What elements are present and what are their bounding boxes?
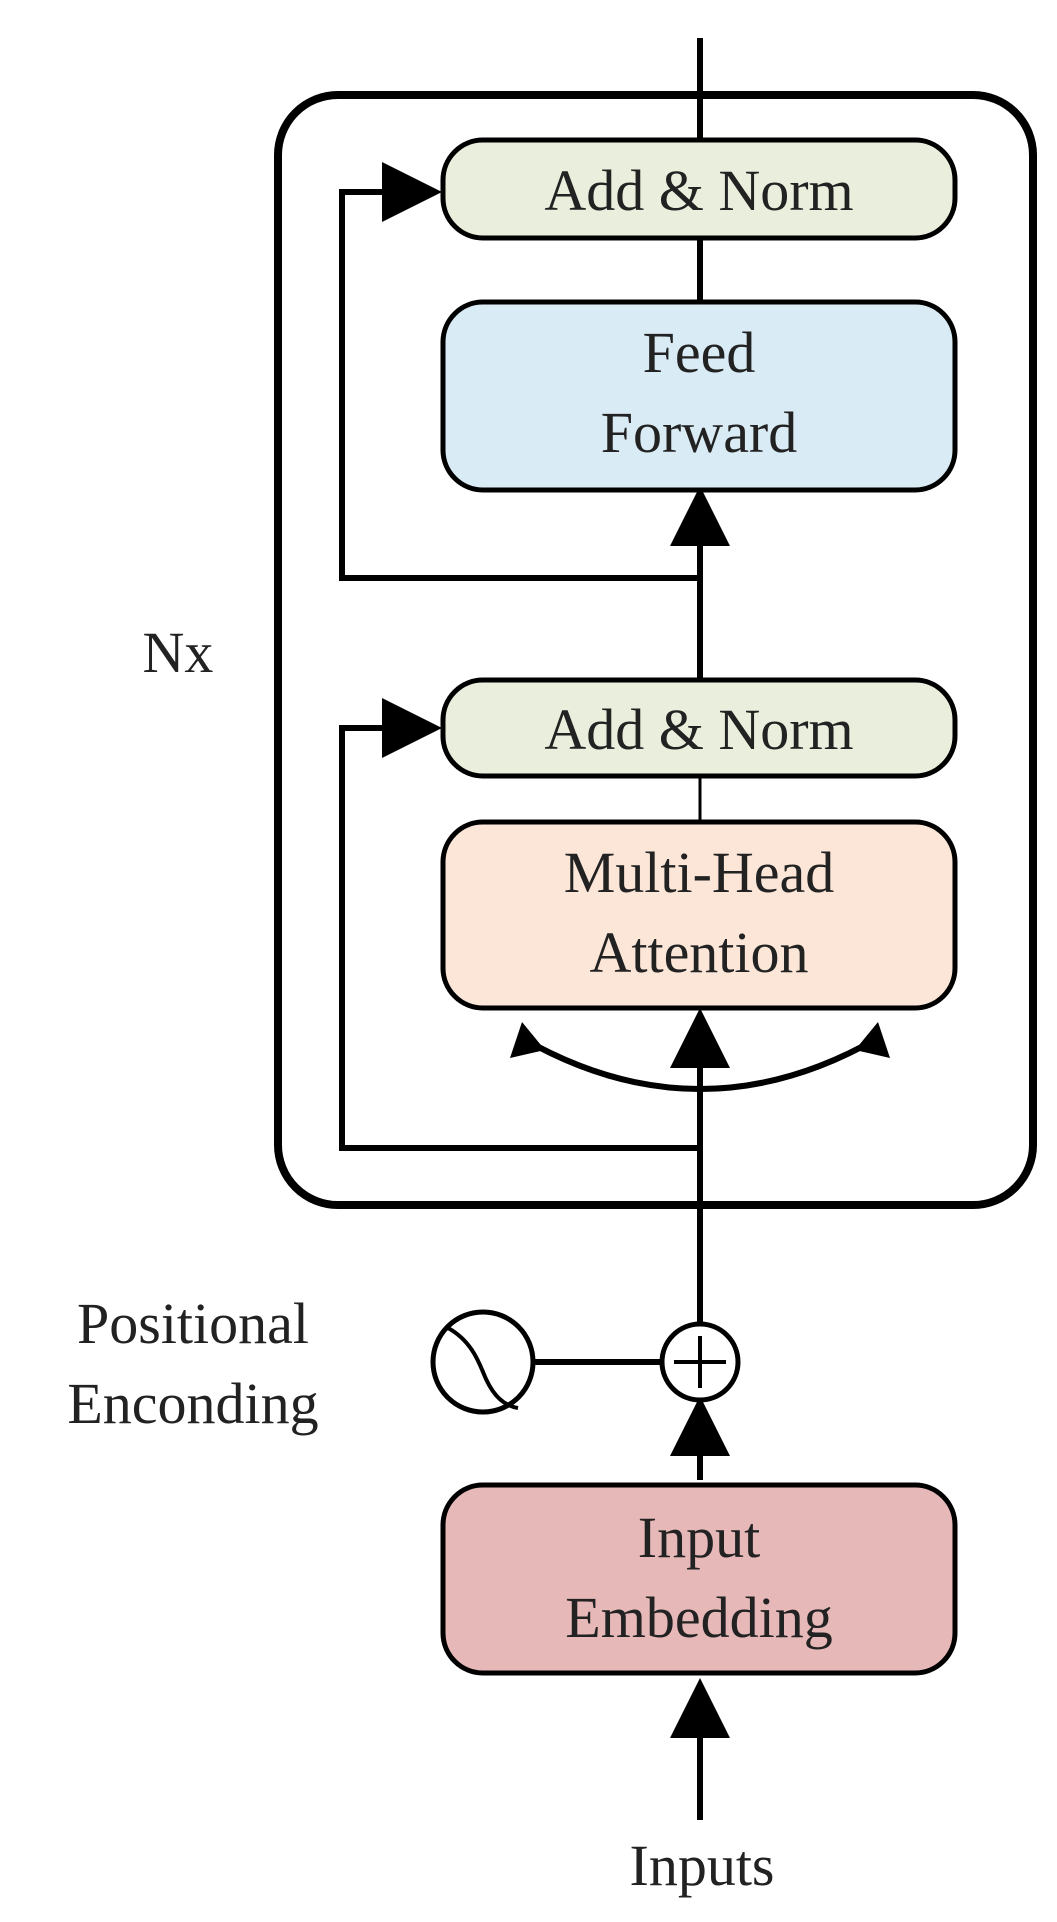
arrowhead-left [510,1022,545,1058]
feed-forward-label-line1: Feed [643,320,756,385]
multi-head-attention-label-line1: Multi-Head [564,840,835,905]
input-embedding-label-line2: Embedding [565,1585,832,1650]
feed-forward-block: Feed Forward [440,299,958,493]
add-norm-top-block: Add & Norm [440,137,958,241]
multi-head-attention-label-line2: Attention [589,920,808,985]
sine-wave-icon [430,1309,536,1415]
repeat-label: Nx [143,620,214,685]
positional-encoding-label-line2: Enconding [67,1371,318,1436]
encoder-layer-frame [274,91,1037,1209]
multi-head-attention-block: Multi-Head Attention [440,819,958,1011]
input-embedding-label-line1: Input [638,1505,760,1570]
positional-encoding-label-line1: Positional [77,1291,309,1356]
attention-split-curve [520,1035,880,1092]
residual-connection-bottom [339,698,700,1151]
add-norm-bottom-block: Add & Norm [440,677,958,779]
addition-node [659,1321,741,1403]
add-norm-top-label: Add & Norm [544,158,853,223]
inputs-label: Inputs [630,1833,775,1898]
input-embedding-block: Input Embedding [440,1482,958,1676]
add-norm-bottom-label: Add & Norm [544,697,853,762]
feed-forward-label-line2: Forward [601,400,798,465]
residual-connection-top [339,162,700,581]
arrowhead-right [855,1022,890,1058]
